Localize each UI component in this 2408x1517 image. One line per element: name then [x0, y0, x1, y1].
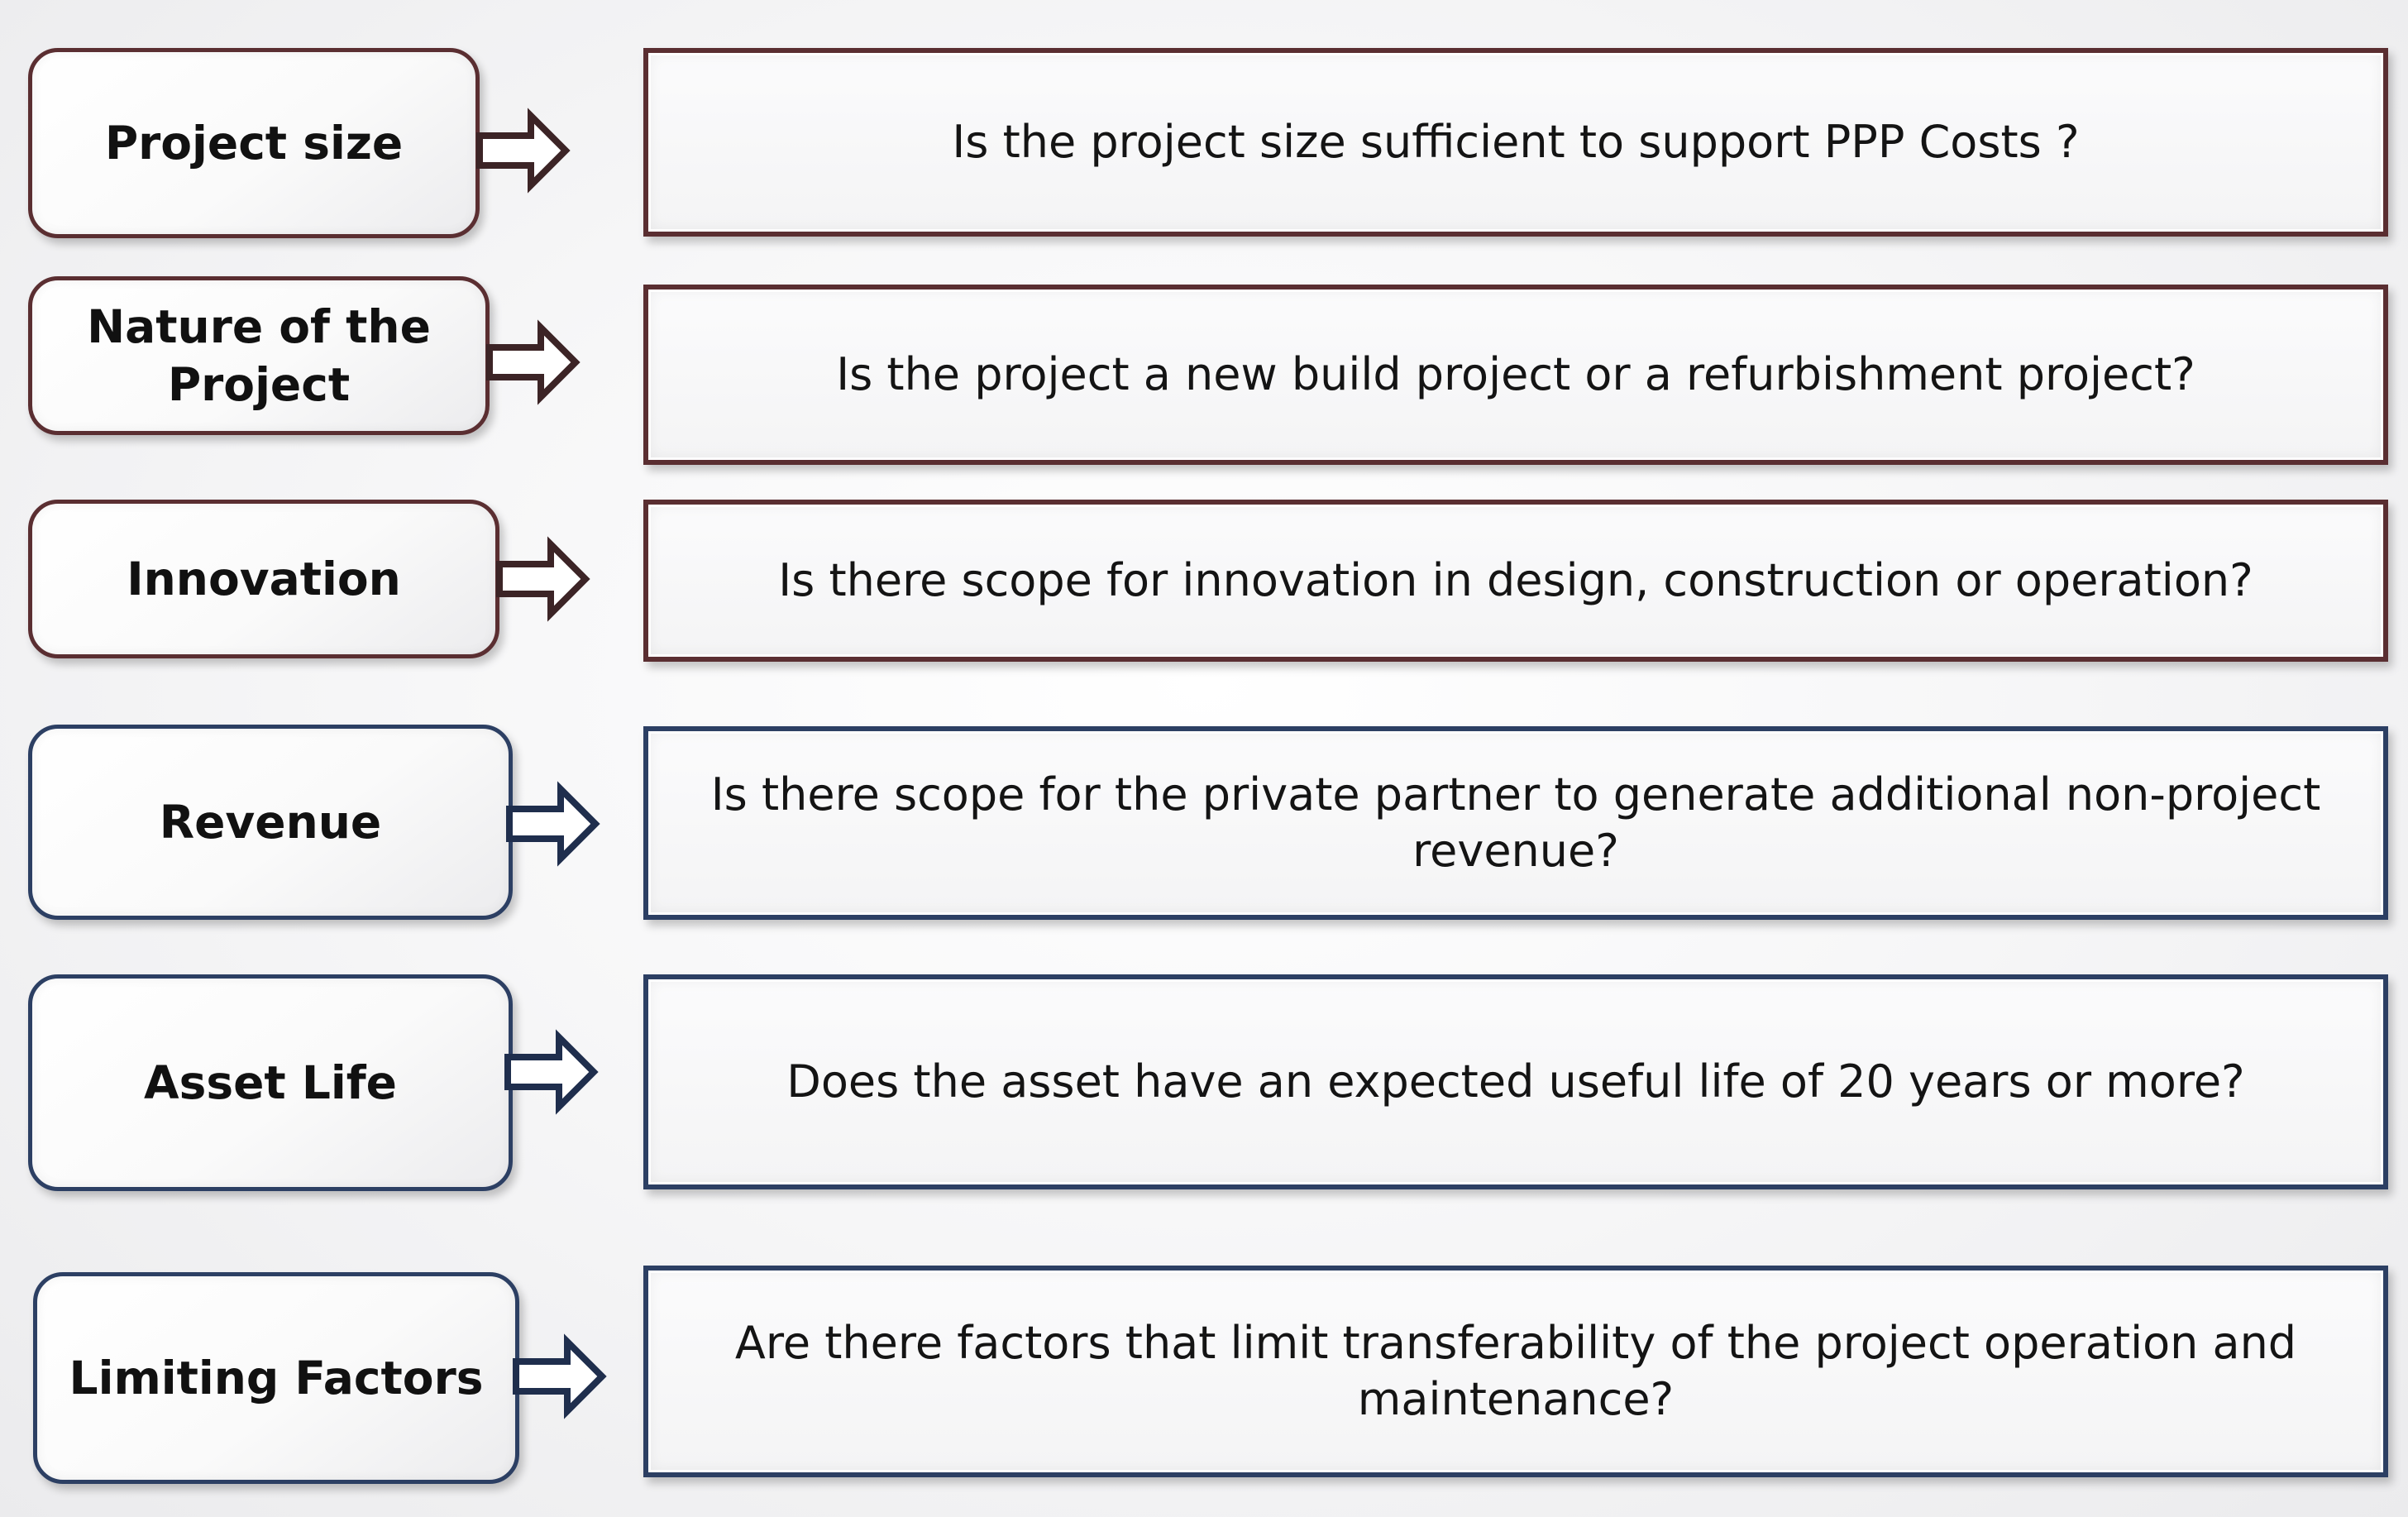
right-arrow-icon [476, 108, 571, 194]
label-project-size: Project size [104, 117, 404, 170]
question-box-revenue: Is there scope for the private partner t… [643, 726, 2388, 920]
question-limiting-line-2: maintenance? [1357, 1373, 1675, 1425]
right-arrow-icon [486, 319, 580, 405]
label-box-project-size: Project size [28, 48, 480, 238]
label-revenue: Revenue [159, 796, 382, 849]
label-asset-life: Asset Life [144, 1056, 397, 1109]
question-box-nature-of-project: Is the project a new build project or a … [643, 285, 2388, 465]
label-box-asset-life: Asset Life [28, 974, 513, 1191]
question-revenue: Is there scope for the private partner t… [662, 767, 2371, 879]
question-limiting-line-1: Are there factors that limit transferabi… [734, 1317, 2297, 1369]
right-arrow-icon [496, 536, 590, 622]
label-box-nature-of-project: Nature of the Project [28, 276, 490, 435]
question-box-project-size: Is the project size sufficient to suppor… [643, 48, 2388, 237]
right-arrow-icon [504, 1029, 599, 1115]
question-nature-of-project: Is the project a new build project or a … [836, 348, 2195, 400]
label-box-innovation: Innovation [28, 500, 499, 658]
label-box-limiting-factors: Limiting Factors [33, 1272, 519, 1484]
label-innovation: Innovation [127, 553, 401, 605]
question-revenue-line-2: revenue? [1412, 825, 1619, 877]
label-limiting-factors: Limiting Factors [69, 1352, 484, 1405]
question-box-innovation: Is there scope for innovation in design,… [643, 500, 2388, 662]
label-box-revenue: Revenue [28, 725, 513, 920]
question-box-limiting-factors: Are there factors that limit transferabi… [643, 1266, 2388, 1477]
question-box-asset-life: Does the asset have an expected useful l… [643, 974, 2388, 1189]
question-innovation: Is there scope for innovation in design,… [778, 554, 2253, 606]
question-asset-life: Does the asset have an expected useful l… [786, 1055, 2245, 1108]
right-arrow-icon [506, 781, 600, 867]
label-nature-line-2: Project [167, 358, 351, 411]
label-nature-of-project: Nature of the Project [74, 298, 444, 414]
question-revenue-line-1: Is there scope for the private partner t… [710, 768, 2321, 821]
label-nature-line-1: Nature of the [87, 300, 431, 353]
question-limiting-factors: Are there factors that limit transferabi… [686, 1315, 2346, 1428]
right-arrow-icon [513, 1333, 607, 1419]
question-project-size: Is the project size sufficient to suppor… [952, 116, 2080, 168]
